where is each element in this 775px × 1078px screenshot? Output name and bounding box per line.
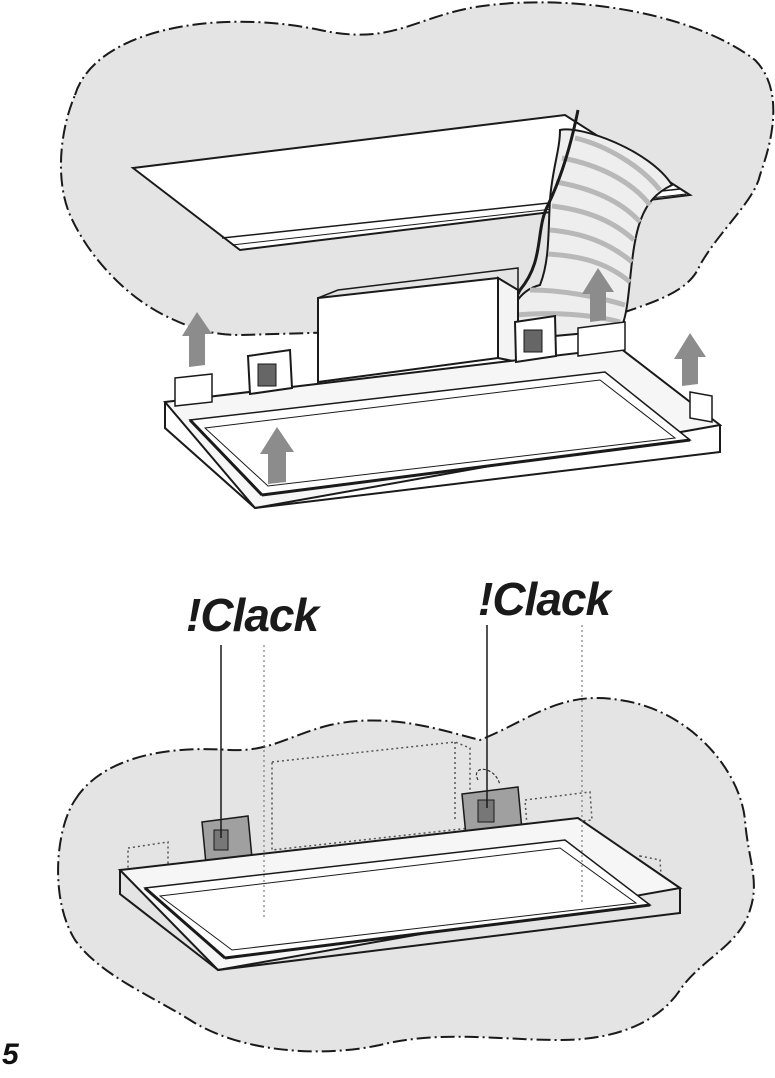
clack-label-right: !Clack xyxy=(478,576,610,622)
clack-label-left: !Clack xyxy=(186,592,318,638)
bracket-right-top xyxy=(578,322,625,356)
figure-number: 5 xyxy=(2,1038,19,1072)
bracket-left-top xyxy=(175,374,212,406)
top-scene xyxy=(61,2,773,508)
bottom-scene xyxy=(58,625,754,1051)
bracket-far-right-top xyxy=(690,392,712,422)
up-arrow-right xyxy=(674,333,706,386)
